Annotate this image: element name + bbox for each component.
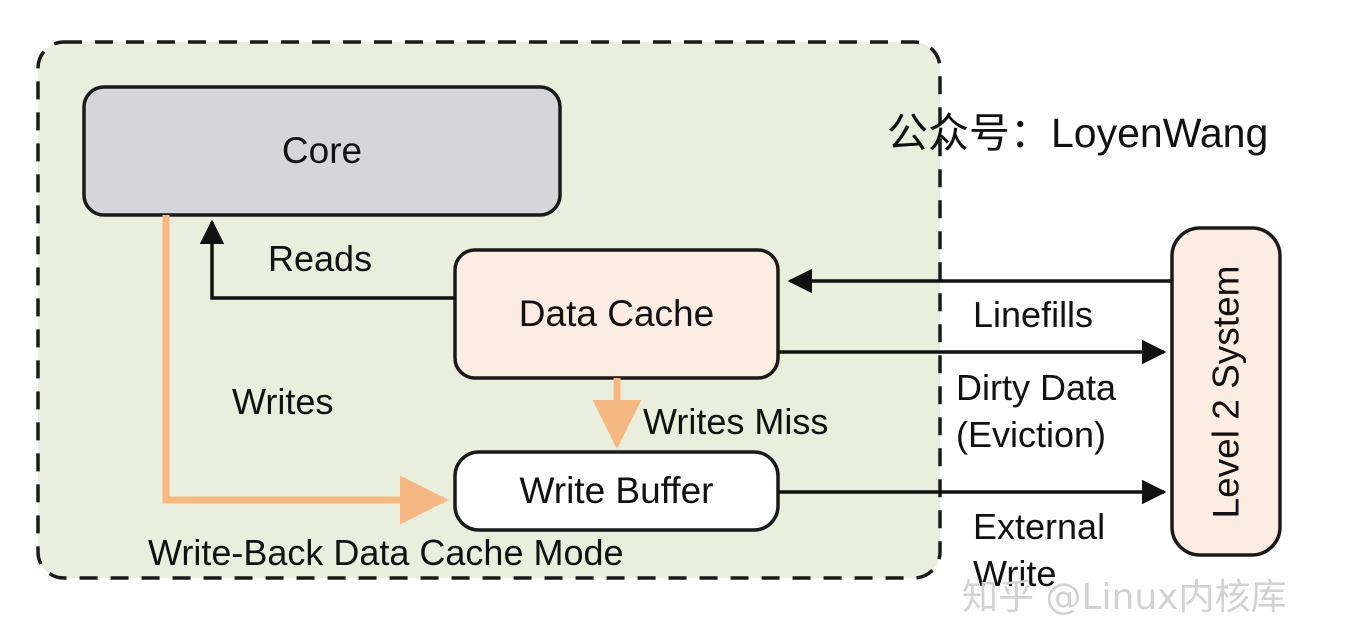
edge-writes (162, 215, 449, 525)
brand-attribution-text: 公众号：LoyenWang (887, 110, 1269, 156)
edge-label-linefills: Linefills (973, 294, 1094, 335)
core-node[interactable] (82, 85, 562, 217)
edge-label-external-write: External Write (973, 503, 1105, 597)
edge-label-external-write-line-1: External (973, 506, 1106, 547)
edge-label-dirty-data-line-2: (Eviction) (956, 414, 1107, 455)
edge-label-external-write-line-2: Write (973, 553, 1057, 594)
edge-label-writes: Writes (232, 381, 334, 422)
data-cache-node[interactable] (453, 248, 780, 380)
edge-reads (199, 219, 455, 300)
watermark-text: 知乎 @Linux内核库 (962, 577, 1287, 618)
edge-label-writes-miss: Writes Miss (643, 401, 829, 442)
edge-label-reads: Reads (268, 238, 373, 279)
write-back-region-label: Write-Back Data Cache Mode (148, 532, 624, 573)
edge-label-dirty-data-line-1: Dirty Data (956, 367, 1117, 408)
edge-label-dirty-data: Dirty Data (Eviction) (956, 364, 1116, 458)
level-2-system-node[interactable] (1170, 226, 1282, 557)
write-buffer-node[interactable] (453, 450, 780, 532)
